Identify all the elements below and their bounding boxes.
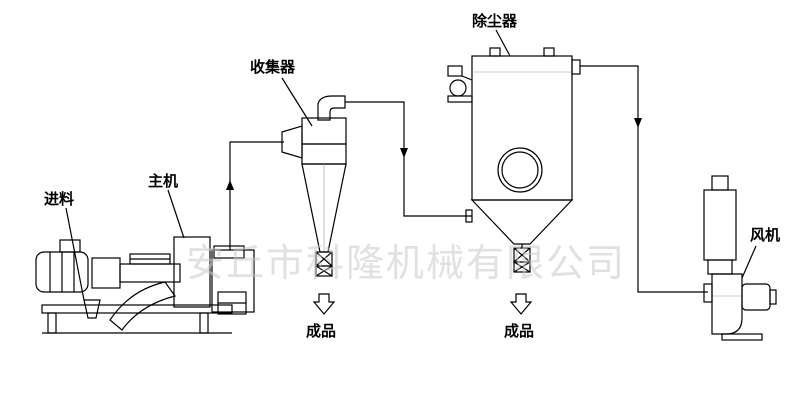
pipe-main-to-collector — [229, 141, 284, 250]
coupling-block — [91, 257, 121, 289]
collector-unit — [281, 95, 347, 277]
leader-fan — [741, 245, 757, 279]
collector-blue-band — [301, 143, 347, 165]
leader-dust-remover — [495, 29, 511, 57]
pipe-collector-to-dust-remover — [345, 101, 472, 217]
leader-collector — [281, 77, 313, 127]
label-main-machine: 主机 — [148, 172, 178, 190]
product-arrow-1 — [312, 293, 336, 315]
main-machine-body — [173, 236, 211, 308]
label-product-1: 成品 — [306, 322, 336, 340]
leader-main-machine — [167, 189, 185, 239]
pipe-dust-remover-to-fan — [580, 65, 708, 293]
fan-motor — [741, 283, 771, 311]
label-feed: 进料 — [44, 190, 74, 208]
dust-remover-unit — [447, 47, 581, 273]
feed-hopper — [83, 299, 101, 319]
watermark-text: 安丘市科隆机械有限公司 — [186, 241, 626, 285]
dust-remover-window — [501, 151, 539, 189]
label-dust-remover: 除尘器 — [472, 12, 518, 30]
fan-silencer — [703, 189, 737, 261]
leader-feed — [65, 207, 85, 301]
product-arrow-2 — [509, 293, 533, 315]
main-machine-unit — [35, 236, 255, 334]
label-collector: 收集器 — [250, 58, 296, 76]
label-product-2: 成品 — [504, 322, 534, 340]
label-fan: 风机 — [750, 226, 780, 244]
fan-unit — [703, 175, 777, 341]
